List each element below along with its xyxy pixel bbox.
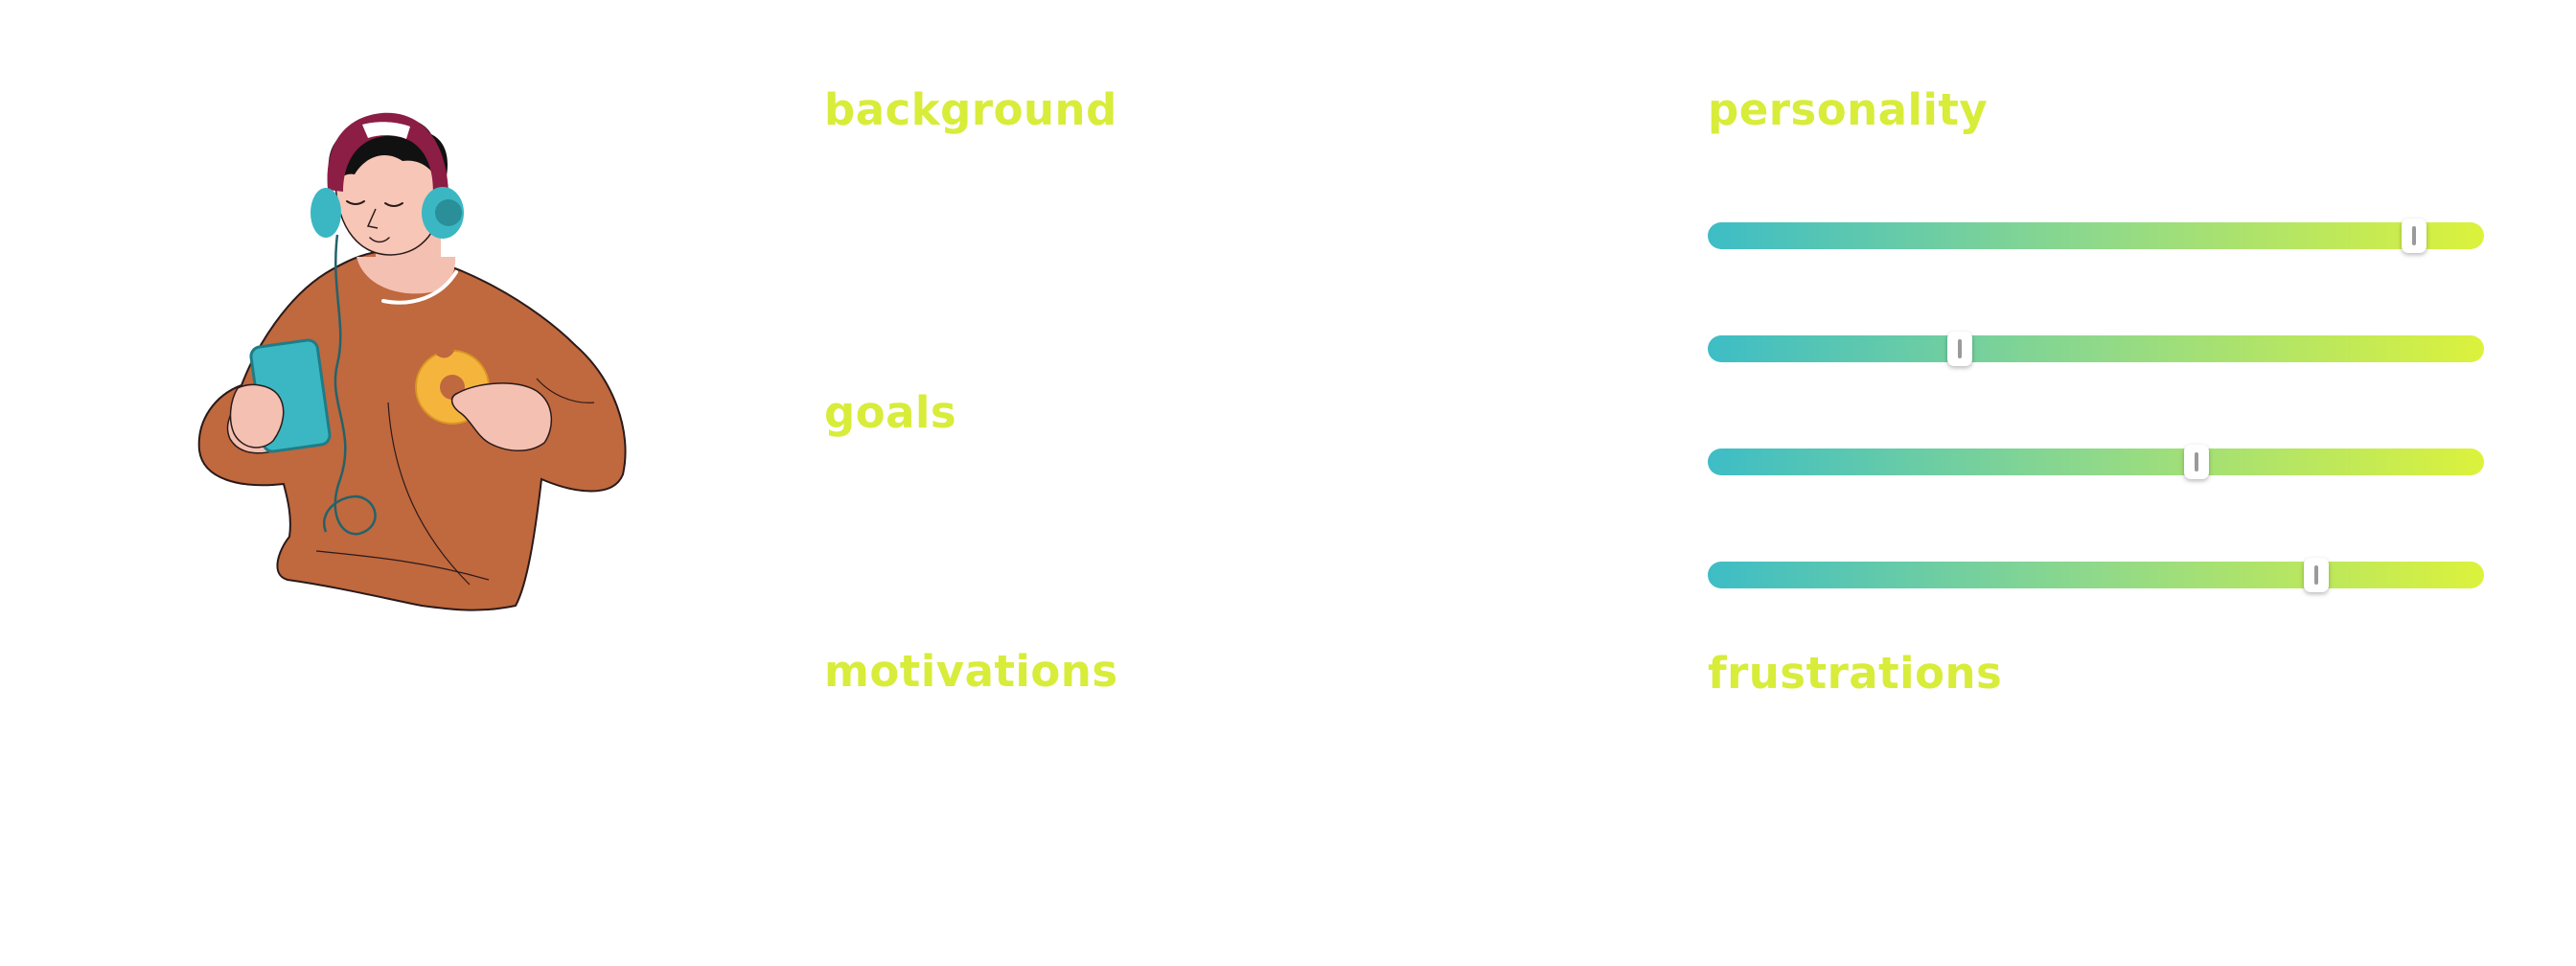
right-hand <box>450 382 553 451</box>
slider-value: 0.63 <box>1708 448 1709 449</box>
personality-slider-1[interactable]: 0.91 <box>1708 218 2484 253</box>
personality-slider-3[interactable]: 0.63 <box>1708 445 2484 479</box>
slider-thumb[interactable] <box>2184 445 2210 479</box>
headphones-left-cup <box>310 188 341 238</box>
sweater-fold-2 <box>315 550 490 581</box>
sweater-fold-3 <box>536 378 595 403</box>
left-eye <box>346 200 365 205</box>
background-heading: background <box>824 84 1117 135</box>
sweater-fold-1 <box>387 402 471 586</box>
donut-bite <box>436 348 454 358</box>
headband-shape <box>327 112 448 192</box>
right-eye <box>384 202 403 207</box>
headband-highlight <box>362 122 410 139</box>
mouth <box>369 237 390 243</box>
personality-heading: personality <box>1708 84 1989 135</box>
headphone-cable <box>323 234 377 536</box>
slider-value: 0.325 <box>1708 335 1709 336</box>
headphones-right-inner <box>435 199 462 226</box>
slider-thumb[interactable] <box>1947 332 1973 366</box>
personality-slider-2[interactable]: 0.325 <box>1708 332 2484 366</box>
frustrations-heading: frustrations <box>1708 648 2003 699</box>
motivations-heading: motivations <box>824 646 1118 697</box>
nose <box>366 208 379 229</box>
slider-value: 0.784 <box>1708 562 1709 563</box>
collar-line <box>381 270 458 305</box>
persona-illustration <box>197 112 627 611</box>
personality-slider-4[interactable]: 0.784 <box>1708 558 2484 592</box>
slider-thumb[interactable] <box>2304 558 2330 592</box>
left-fingers <box>229 383 285 448</box>
goals-heading: goals <box>824 387 957 438</box>
slider-value: 0.91 <box>1708 222 1709 223</box>
slider-thumb[interactable] <box>2402 218 2427 253</box>
